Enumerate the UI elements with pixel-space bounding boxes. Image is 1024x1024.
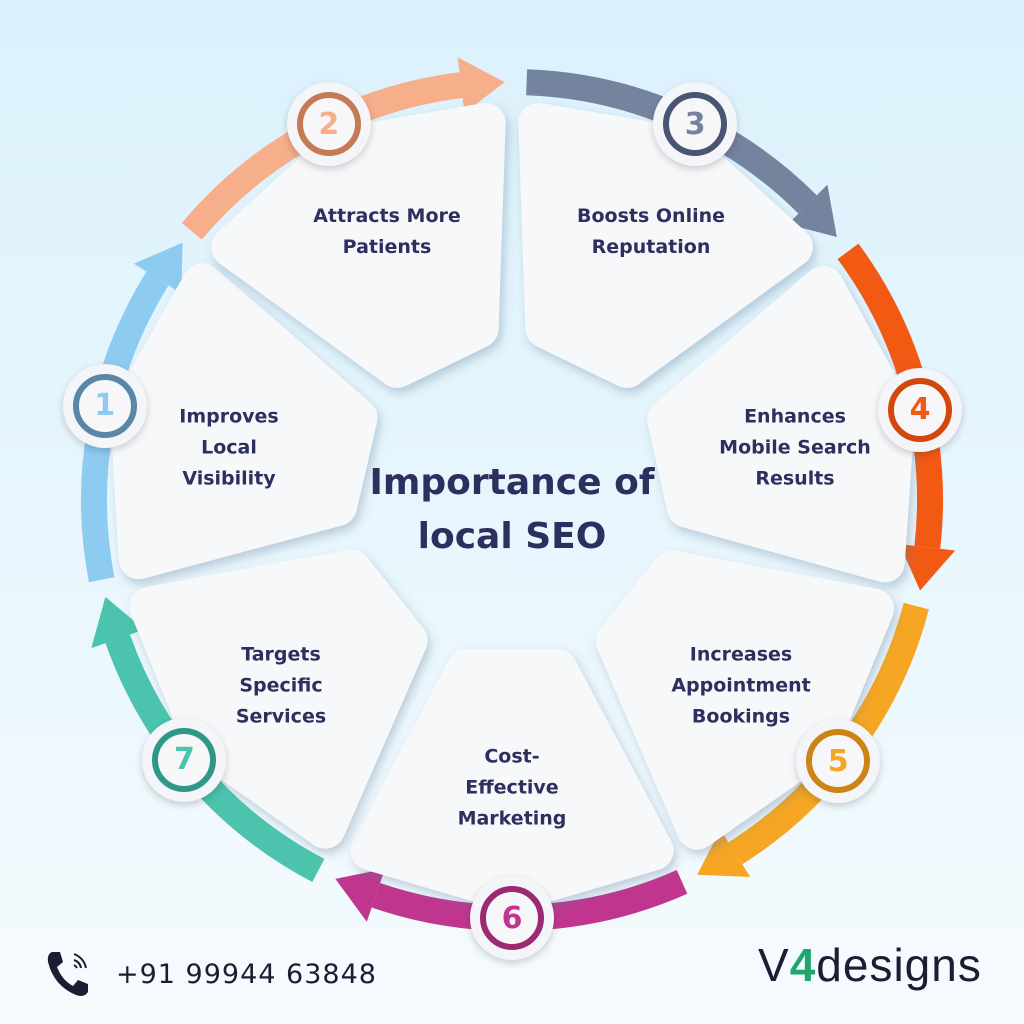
arrow-head-4 <box>899 544 956 591</box>
arrow-head-5 <box>697 829 751 877</box>
step-number: 6 <box>480 886 544 950</box>
step-label-4: Enhances Mobile Search Results <box>719 405 871 490</box>
phone-contact: +91 99944 63848 <box>44 948 377 1000</box>
arrow-head-6 <box>335 868 386 922</box>
step-badge-6: 6 <box>470 876 554 960</box>
step-number: 5 <box>806 729 871 794</box>
step-label-6: Cost- Effective Marketing <box>457 745 567 830</box>
step-badge-7: 7 <box>142 717 227 802</box>
step-badge-3: 3 <box>653 82 738 167</box>
arrow-head-3 <box>787 184 837 237</box>
step-number: 2 <box>296 92 361 157</box>
step-badge-1: 1 <box>62 363 147 448</box>
step-label-3: Boosts Online Reputation <box>576 205 726 258</box>
logo-4: 4 <box>789 939 817 991</box>
arrow-head-7 <box>91 596 145 649</box>
phone-icon <box>47 952 88 996</box>
step-badge-2: 2 <box>286 82 371 167</box>
step-number: 7 <box>152 727 217 792</box>
step-badge-4: 4 <box>878 367 963 452</box>
logo-v: V <box>758 939 790 991</box>
v4designs-logo: V4designs <box>758 938 982 992</box>
phone-number: +91 99944 63848 <box>116 958 377 990</box>
step-number: 3 <box>663 92 728 157</box>
step-label-2: Attracts More Patients <box>313 205 461 258</box>
step-label-7: Targets Specific Services <box>235 643 327 728</box>
diagram-title: Importance of local SEO <box>369 462 655 557</box>
step-label-5: Increases Appointment Bookings <box>671 643 811 728</box>
step-badge-5: 5 <box>796 719 881 804</box>
step-label-1: Improves Local Visibility <box>179 405 279 490</box>
arrow-head-2 <box>457 57 505 113</box>
arrow-head-1 <box>133 242 183 294</box>
step-number: 1 <box>72 373 137 438</box>
step-number: 4 <box>888 377 953 442</box>
logo-designs: designs <box>816 939 982 991</box>
